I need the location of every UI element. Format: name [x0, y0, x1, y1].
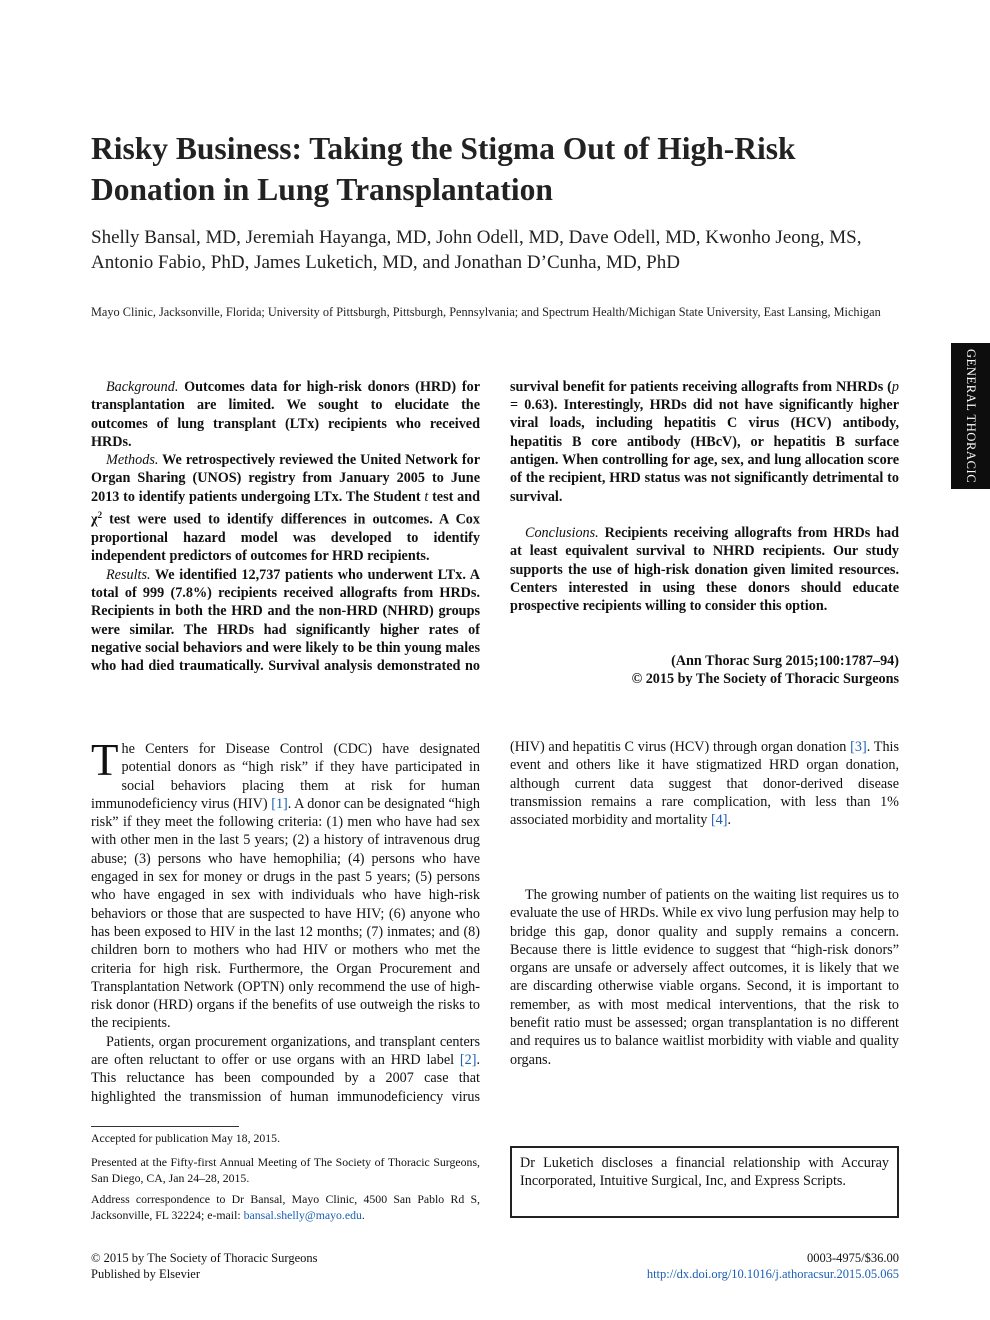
abstract-results-continued: Results. We identified 12,737 patients w…: [510, 378, 899, 505]
doi-link[interactable]: http://dx.doi.org/10.1016/j.athoracsur.2…: [646, 1267, 899, 1281]
drop-cap: T: [91, 740, 119, 785]
abstract-conclusions: Conclusions. Recipients receiving allogr…: [510, 525, 899, 615]
footnote-address: Address correspondence to Dr Bansal, May…: [91, 1192, 480, 1222]
body-paragraph-2-continued: Patients, organ procurement organization…: [510, 740, 899, 829]
disclosure-box: Dr Luketich discloses a financial relati…: [510, 1146, 899, 1218]
email-link[interactable]: bansal.shelly@mayo.edu: [243, 1208, 362, 1222]
methods-label: Methods.: [106, 452, 159, 469]
footer-issn: 0003-4975/$36.00: [806, 1251, 899, 1265]
background-label: Background.: [106, 379, 179, 395]
body-paragraph-2: Patients, organ procurement organization…: [91, 1033, 480, 1108]
section-side-tab: GENERAL THORACIC: [951, 343, 990, 489]
footer-right: 0003-4975/$36.00 http://dx.doi.org/10.10…: [560, 1250, 899, 1282]
abstract-right-column: Results. We identified 12,737 patients w…: [510, 378, 899, 615]
copyright-line: © 2015 by The Society of Thoracic Surgeo…: [631, 671, 899, 688]
body-paragraph-3: The growing number of patients on the wa…: [510, 887, 899, 1068]
journal-citation: (Ann Thorac Surg 2015;100:1787–94): [671, 653, 899, 669]
author-list: Shelly Bansal, MD, Jeremiah Hayanga, MD,…: [91, 227, 862, 273]
body-right-column: Patients, organ procurement organization…: [510, 740, 899, 1108]
citation-block: (Ann Thorac Surg 2015;100:1787–94) © 201…: [510, 652, 899, 689]
reference-link-2[interactable]: [2]: [459, 1052, 477, 1069]
footer-publisher: Published by Elsevier: [91, 1267, 201, 1281]
reference-link-3[interactable]: [3]: [431, 1107, 448, 1108]
footnote-divider: [91, 1126, 239, 1127]
footer-left: © 2015 by The Society of Thoracic Surgeo…: [91, 1250, 317, 1282]
results-label: Results.: [106, 566, 151, 583]
affiliations: Mayo Clinic, Jacksonville, Florida; Univ…: [91, 305, 881, 319]
footer-copyright: © 2015 by The Society of Thoracic Surgeo…: [91, 1251, 318, 1265]
footnote-accepted: Accepted for publication May 18, 2015.: [91, 1131, 281, 1145]
conclusions-label: Conclusions.: [525, 525, 599, 541]
abstract-left-column: Background. Outcomes data for high-risk …: [91, 378, 480, 676]
reference-link-1[interactable]: [1]: [271, 795, 288, 812]
abstract-background: Background. Outcomes data for high-risk …: [91, 379, 480, 450]
abstract-methods: Methods. We retrospectively reviewed the…: [91, 452, 480, 565]
article-title: Risky Business: Taking the Stigma Out of…: [91, 131, 796, 207]
abstract-results: Results. We identified 12,737 patients w…: [91, 566, 480, 675]
footnote-presented: Presented at the Fifty-first Annual Meet…: [91, 1155, 480, 1185]
